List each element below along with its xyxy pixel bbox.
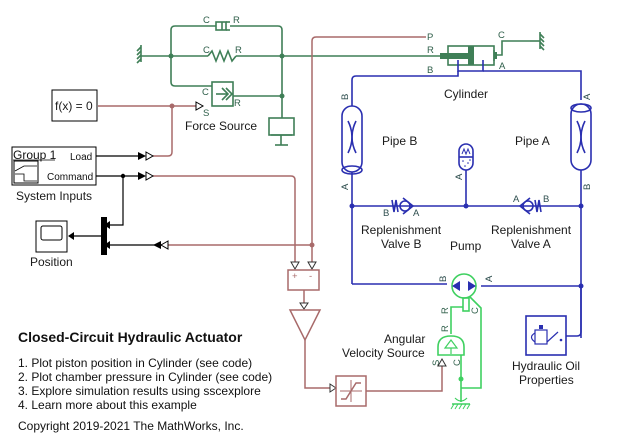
- force-source-block[interactable]: [211, 81, 234, 107]
- port-label-minus: -: [309, 271, 312, 282]
- pipe-a-label: Pipe A: [515, 134, 550, 148]
- port-label-b: B: [383, 208, 389, 219]
- signal-builder-icon: [13, 160, 39, 184]
- port-label-a: A: [513, 194, 520, 205]
- solver-label: f(x) = 0: [55, 99, 93, 113]
- angular-velocity-label-line1: Angular: [384, 332, 425, 346]
- saturation-block[interactable]: [335, 375, 367, 407]
- pipe-a-block[interactable]: [570, 103, 592, 171]
- physical-signal-network: + -: [98, 36, 447, 407]
- accumulator-icon[interactable]: [458, 143, 474, 171]
- cylinder-reference-icon[interactable]: [530, 32, 545, 51]
- system-inputs-block[interactable]: Group 1 Load Command: [11, 146, 97, 186]
- port-label-c: C: [470, 307, 481, 314]
- model-title: Closed-Circuit Hydraulic Actuator: [18, 329, 243, 345]
- spring-icon[interactable]: [207, 48, 237, 64]
- translational-reference-icon[interactable]: [136, 45, 142, 64]
- replenishment-valve-a-block[interactable]: [518, 197, 542, 215]
- port-load-label: Load: [70, 152, 92, 163]
- valve-b-label-line1: Replenishment: [361, 223, 442, 237]
- mechanical-network: C R C R C R S Force Source: [136, 15, 440, 146]
- angular-velocity-label-line2: Velocity Source: [342, 346, 425, 360]
- valve-b-label-line2: Valve B: [381, 237, 421, 251]
- angular-velocity-source-block[interactable]: [437, 335, 465, 356]
- link-plot-chamber-pressure[interactable]: 2. Plot chamber pressure in Cylinder (se…: [18, 370, 272, 384]
- double-acting-cylinder-block[interactable]: [440, 40, 530, 66]
- port-label-s: S: [203, 108, 209, 119]
- mass-sensor-icon[interactable]: [268, 117, 295, 146]
- port-label-b: B: [582, 184, 593, 190]
- solver-configuration-block[interactable]: f(x) = 0: [51, 89, 98, 122]
- port-label-r: R: [440, 307, 451, 314]
- pipe-b-block[interactable]: [341, 105, 363, 175]
- port-label-r: R: [235, 45, 242, 56]
- hydraulic-oil-label-line2: Properties: [519, 373, 574, 387]
- port-label-a: A: [484, 275, 495, 282]
- link-learn-more[interactable]: 4. Learn more about this example: [18, 398, 197, 412]
- hydraulic-network: B A Pipe B A B Pipe A B A Replenishment …: [340, 60, 593, 387]
- replenishment-valve-b-block[interactable]: [391, 197, 415, 215]
- port-label-c: C: [203, 45, 210, 56]
- valve-a-label-line2: Valve A: [511, 237, 551, 251]
- system-inputs-label: System Inputs: [16, 189, 92, 203]
- port-label-r: R: [427, 45, 434, 56]
- position-label: Position: [30, 255, 73, 269]
- port-label-c: C: [452, 359, 463, 366]
- cylinder-label: Cylinder: [444, 87, 488, 101]
- port-label-s: S: [431, 360, 442, 366]
- mux-block[interactable]: [101, 217, 107, 255]
- port-label-b: B: [543, 194, 549, 205]
- port-label-b: B: [340, 94, 351, 100]
- port-label-a: A: [582, 93, 593, 100]
- port-label-c: C: [202, 87, 209, 98]
- port-label-c: C: [203, 15, 210, 26]
- gain-block[interactable]: [288, 309, 322, 342]
- copyright: Copyright 2019-2021 The MathWorks, Inc.: [18, 419, 244, 433]
- port-label-p: P: [427, 32, 433, 43]
- hydraulic-oil-label-line1: Hydraulic Oil: [512, 359, 580, 373]
- port-label-b: B: [438, 276, 449, 282]
- port-label-a: A: [499, 61, 506, 72]
- port-label-a: A: [454, 173, 465, 180]
- valve-a-label-line1: Replenishment: [491, 223, 572, 237]
- link-sscexplore[interactable]: 3. Explore simulation results using ssce…: [18, 384, 261, 398]
- position-scope-block[interactable]: [35, 220, 68, 253]
- pump-label: Pump: [450, 239, 482, 253]
- port-label-r: R: [234, 98, 241, 109]
- port-label-c: C: [498, 30, 505, 41]
- fixed-displacement-pump-block[interactable]: [451, 273, 477, 312]
- port-label-plus: +: [292, 271, 298, 282]
- link-plot-piston-position[interactable]: 1. Plot piston position in Cylinder (see…: [18, 356, 252, 370]
- damper-icon[interactable]: [215, 21, 230, 31]
- port-label-b: B: [427, 65, 433, 76]
- hydraulic-oil-properties-block[interactable]: [525, 315, 567, 356]
- pipe-b-label: Pipe B: [382, 134, 417, 148]
- system-inputs-group: Group 1: [13, 148, 57, 162]
- port-label-r: R: [440, 325, 451, 332]
- port-label-a: A: [340, 183, 351, 190]
- port-label-r: R: [233, 15, 240, 26]
- force-source-label: Force Source: [185, 119, 257, 133]
- port-command-label: Command: [47, 172, 93, 183]
- rotational-reference-icon[interactable]: [450, 397, 471, 410]
- port-label-a: A: [413, 208, 420, 219]
